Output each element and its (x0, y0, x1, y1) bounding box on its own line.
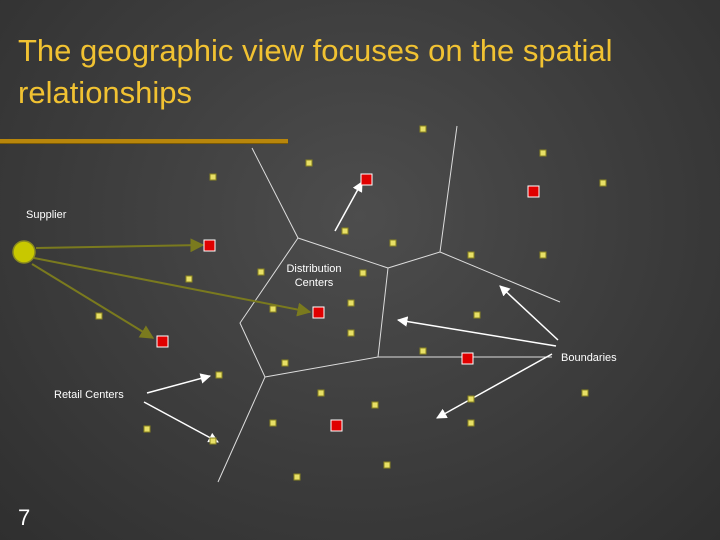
retail-centers (95, 125, 607, 481)
flow-arrow (35, 238, 205, 253)
retail-center (185, 275, 193, 283)
supplier-node (12, 240, 36, 264)
retail-center (467, 251, 475, 259)
retail-center (467, 419, 475, 427)
title-divider (0, 139, 288, 144)
slide-title: The geographic view focuses on the spati… (18, 33, 613, 110)
retail-center (209, 173, 217, 181)
distribution-center (330, 419, 343, 432)
distribution-center (360, 173, 373, 186)
distribution-center (156, 335, 169, 348)
callout-arrows (143, 181, 559, 443)
distribution-centers-label: Distribution Centers (286, 263, 342, 289)
retail-center (293, 473, 301, 481)
retail-center (347, 299, 355, 307)
retail-center (581, 389, 589, 397)
retail-center (473, 311, 481, 319)
retail-center (215, 371, 223, 379)
boundaries-label: Boundaries (561, 352, 617, 364)
retail-center (419, 347, 427, 355)
retail-center (209, 437, 217, 445)
boundary-line (264, 237, 389, 378)
boundary-line (439, 251, 561, 303)
retail-center (389, 239, 397, 247)
retail-center (143, 425, 151, 433)
callout-arrow (143, 401, 219, 443)
callout-arrow (146, 373, 212, 394)
retail-center (359, 269, 367, 277)
callout-arrow (499, 285, 559, 341)
retail-center (257, 268, 265, 276)
retail-center (419, 125, 427, 133)
retail-center (347, 329, 355, 337)
retail-center (269, 419, 277, 427)
supplier-label: Supplier (26, 209, 67, 221)
retail-center (539, 251, 547, 259)
retail-center (467, 395, 475, 403)
retail-center (539, 149, 547, 157)
distribution-center (312, 306, 325, 319)
retail-center (371, 401, 379, 409)
boundary-line (387, 125, 458, 269)
retail-center (341, 227, 349, 235)
retail-center (305, 159, 313, 167)
retail-center (269, 305, 277, 313)
retail-centers-label: Retail Centers (54, 389, 124, 401)
retail-center (599, 179, 607, 187)
distribution-center (203, 239, 216, 252)
distribution-center (461, 352, 474, 365)
retail-center (317, 389, 325, 397)
distribution-center (527, 185, 540, 198)
distribution-centers (156, 173, 540, 432)
flow-arrow (31, 263, 155, 339)
supplier-flows (31, 238, 312, 339)
retail-center (95, 312, 103, 320)
retail-center (383, 461, 391, 469)
callout-arrow (334, 181, 363, 232)
flow-arrow (33, 257, 312, 317)
boundary-line (217, 147, 299, 483)
callout-arrow (436, 353, 553, 419)
callout-arrow (396, 316, 557, 347)
retail-center (281, 359, 289, 367)
slide-number: 7 (18, 505, 31, 530)
